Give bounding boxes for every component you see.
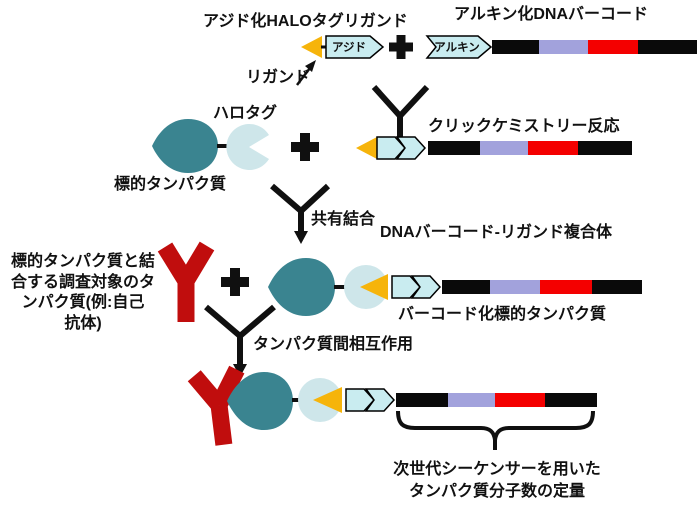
plus-icon — [221, 268, 249, 296]
ligand-triangle-icon — [360, 274, 388, 300]
label-halotag: ハロタグ — [213, 105, 278, 122]
clicked-linker-chevron-icon — [391, 275, 422, 299]
barcode-segment — [638, 40, 697, 54]
label-probe-protein: 標的タンパク質と結 合する調査対象のタ ンパク質(例:自己 抗体) — [4, 252, 162, 334]
label-protein-interaction: タンパク質間相互作用 — [253, 336, 414, 353]
merge-arrow-icon — [204, 304, 276, 377]
clicked-linker-chevron-icon — [410, 275, 442, 299]
label-covalent-bond: 共有結合 — [311, 211, 376, 228]
label-dna-barcode-ligand-complex: DNAバーコード-リガンド複合体 — [380, 224, 612, 241]
barcode-segment — [588, 40, 638, 54]
dna-barcode — [442, 280, 642, 294]
barcode-segment — [545, 393, 597, 407]
ligand-triangle-icon — [356, 137, 377, 159]
antibody-y-icon — [157, 241, 215, 322]
clicked-linker-chevron-icon — [376, 136, 407, 160]
ligand-pointer-arrow-icon — [296, 60, 316, 86]
barcode-segment — [528, 141, 578, 155]
clicked-linker-chevron-icon — [345, 388, 376, 412]
barcode-segment — [492, 40, 539, 54]
target-protein-teardrop — [268, 258, 335, 316]
halotag-pacman-icon — [226, 124, 269, 170]
barcode-segment — [396, 393, 448, 407]
label-alkyne-dna-barcode: アルキン化DNAバーコード — [453, 6, 649, 23]
label-azide-halotag-ligand: アジド化HALOタグリガンド — [203, 13, 408, 30]
barcode-segment — [592, 280, 642, 294]
label-ngs-line: 次世代シーケンサーを用いた — [393, 461, 601, 478]
tag-azide: アジド — [331, 42, 367, 54]
merge-arrow-icon — [270, 183, 331, 244]
clicked-linker-chevron-icon — [364, 388, 396, 412]
quantification-bracket — [396, 410, 595, 450]
barcode-segment — [428, 141, 480, 155]
barcode-segment — [495, 393, 545, 407]
label-probe-protein-line: 合する調査対象のタ — [10, 273, 155, 291]
azide-arrow-shape — [325, 35, 385, 59]
target-protein-teardrop — [152, 119, 218, 173]
label-ligand: リガンド — [246, 69, 311, 86]
alkyne-arrow-shape — [425, 35, 493, 59]
target-protein-teardrop — [227, 372, 293, 430]
label-click-chemistry: クリックケミストリー反応 — [428, 118, 620, 135]
plus-icon — [389, 35, 413, 59]
label-probe-protein-line: 抗体) — [64, 314, 102, 332]
ligand-triangle-icon — [313, 387, 342, 413]
barcode-segment — [480, 141, 528, 155]
label-barcoded-target-protein: バーコード化標的タンパク質 — [398, 306, 607, 323]
barcode-segment — [539, 40, 588, 54]
barcode-segment — [442, 280, 490, 294]
dna-barcode — [428, 141, 632, 155]
barcode-segment — [448, 393, 495, 407]
barcode-segment — [578, 141, 632, 155]
label-ngs-quantification: 次世代シーケンサーを用いた タンパク質分子数の定量 — [386, 459, 608, 503]
clicked-linker-chevron-icon — [395, 136, 427, 160]
plus-icon — [291, 133, 319, 161]
barcode-segment — [490, 280, 540, 294]
antibody-y-icon — [187, 365, 245, 446]
dna-barcode — [396, 393, 597, 407]
barcode-segment — [540, 280, 592, 294]
label-probe-protein-line: ンパク質(例:自己 — [21, 294, 145, 311]
label-ngs-line: タンパク質分子数の定量 — [408, 483, 585, 500]
label-target-protein: 標的タンパク質 — [113, 176, 226, 193]
label-probe-protein-line: 標的タンパク質と結 — [10, 253, 155, 270]
tag-alkyne: アルキン — [434, 42, 480, 54]
ligand-triangle-icon — [301, 36, 322, 58]
dna-barcode — [492, 40, 697, 54]
